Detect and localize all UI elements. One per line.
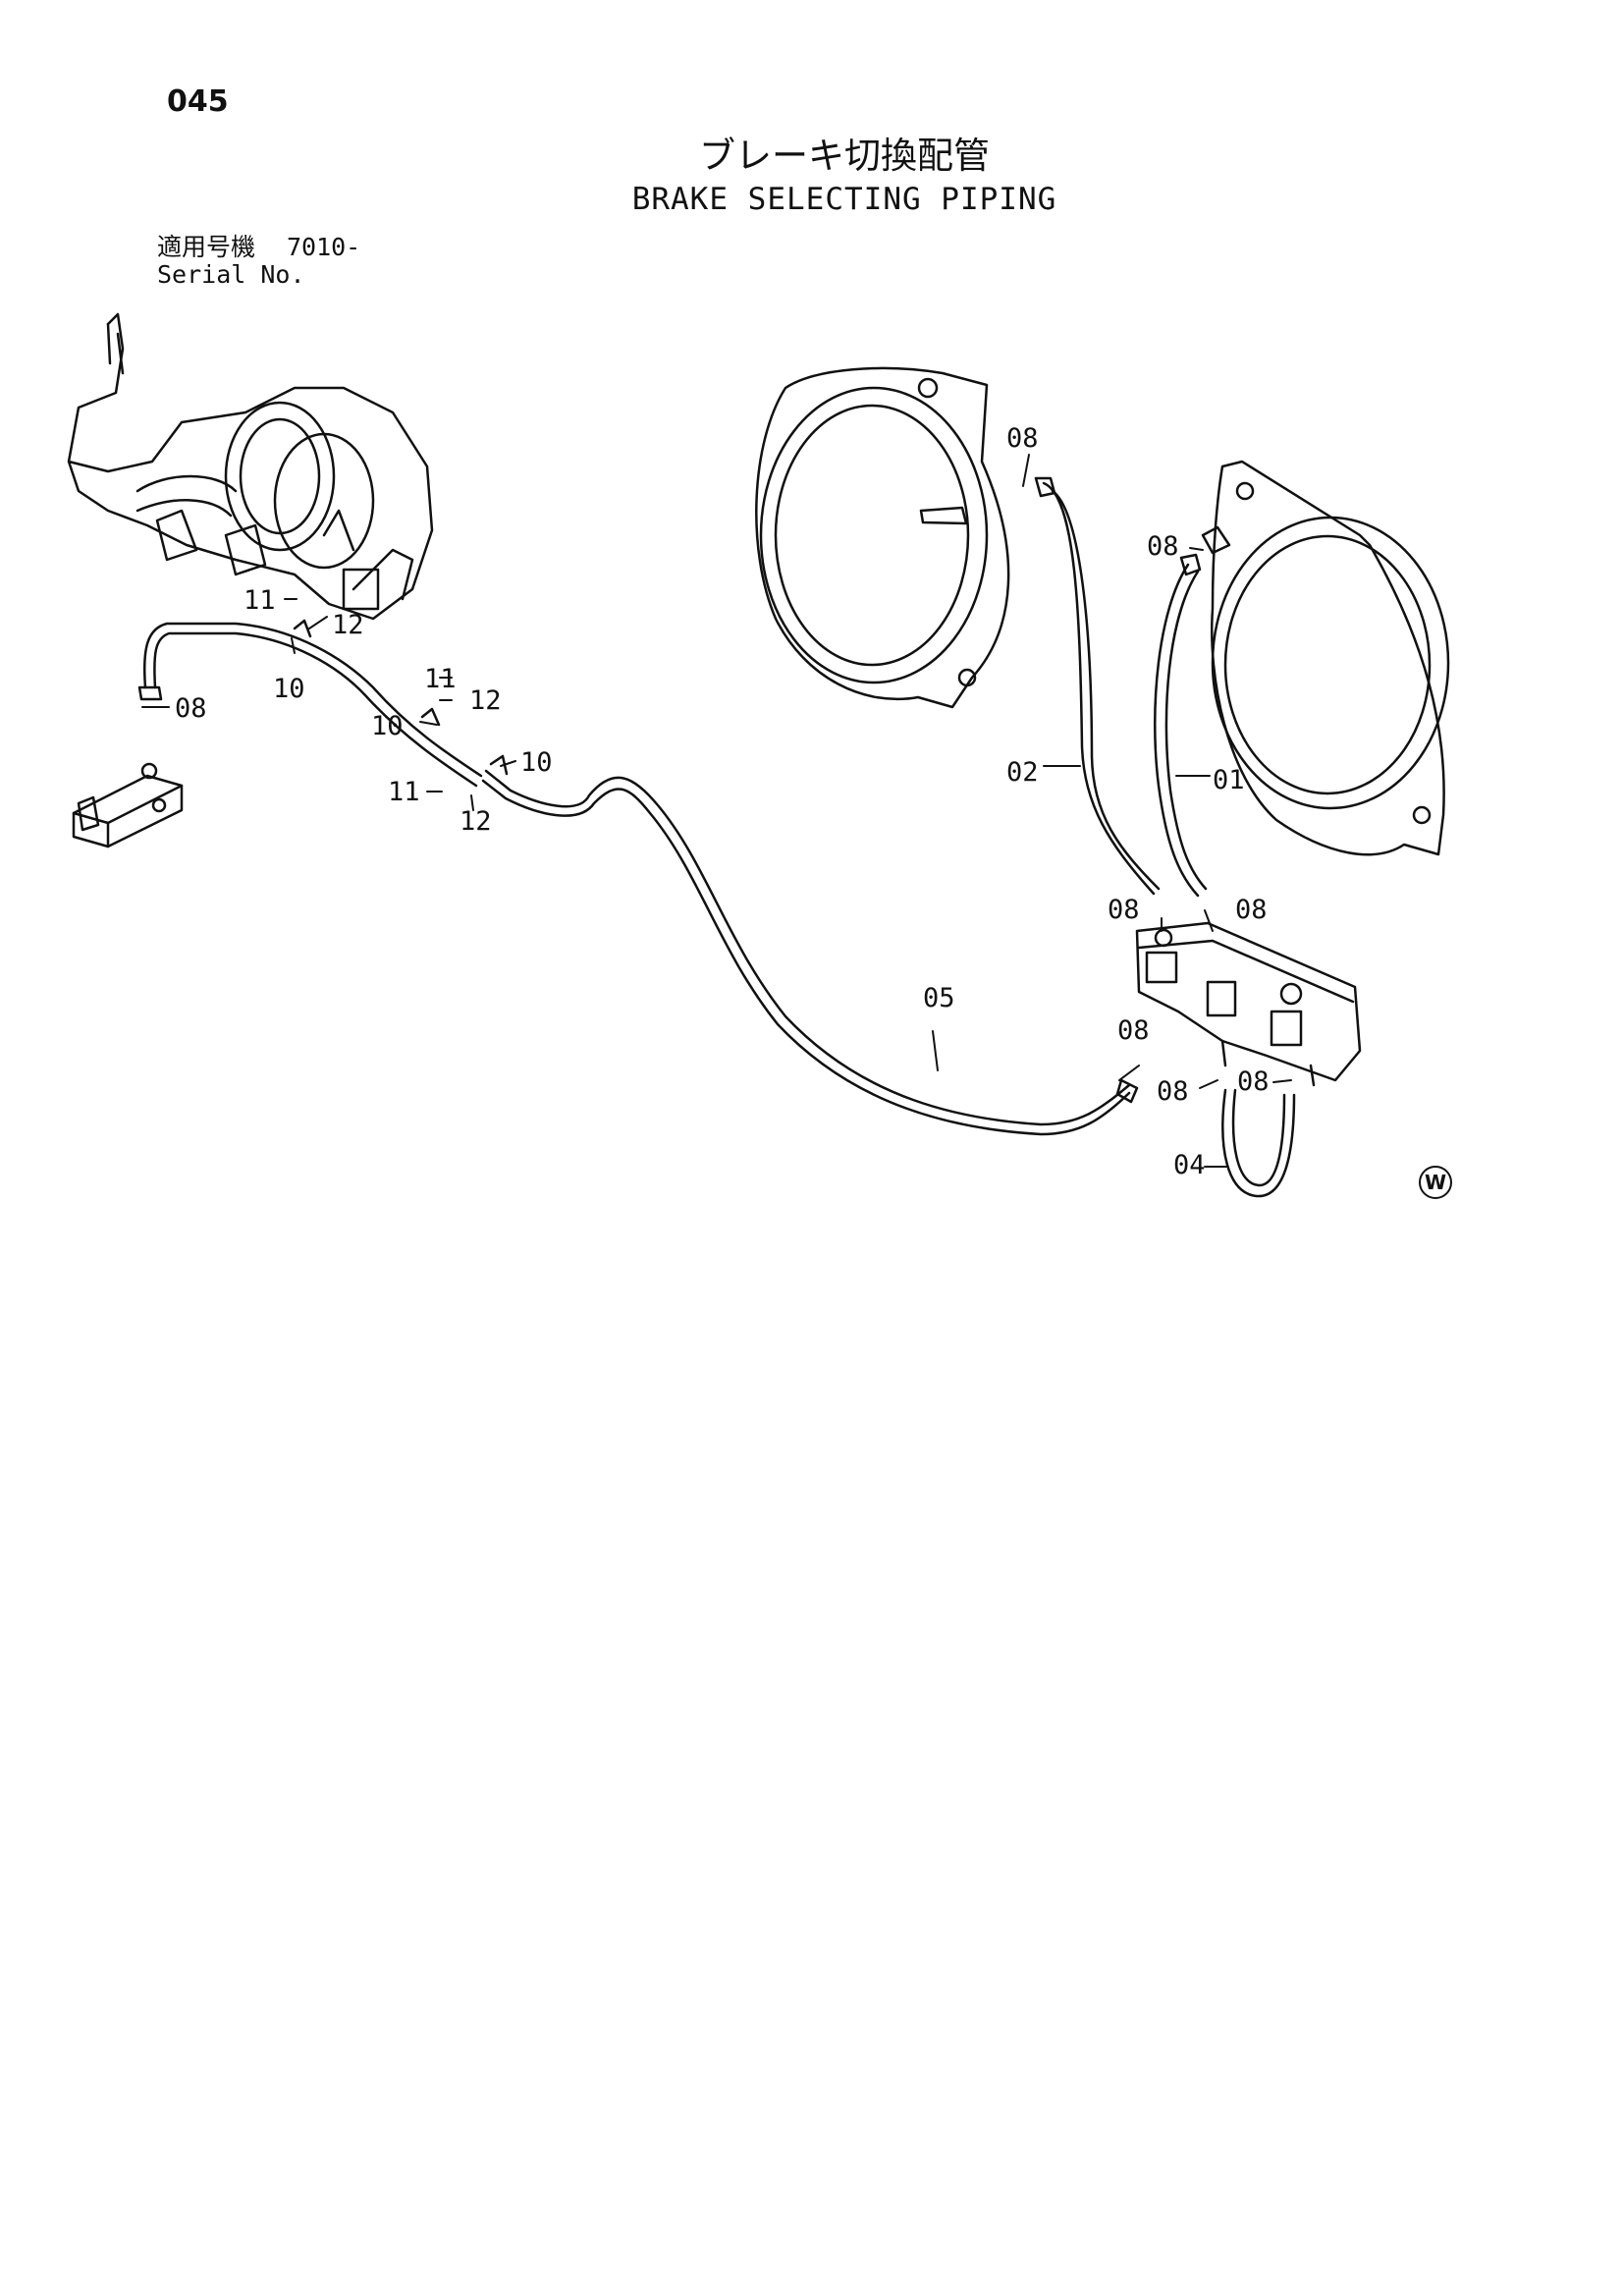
serial-label-en: Serial No. xyxy=(157,260,305,289)
hose-10 xyxy=(142,622,483,778)
callout-08: 08 xyxy=(1147,531,1179,562)
title-english: BRAKE SELECTING PIPING xyxy=(631,182,1057,217)
leader-lines xyxy=(141,454,1292,1168)
callout-10: 10 xyxy=(371,711,404,741)
callout-04: 04 xyxy=(1173,1150,1206,1180)
serial-label-jp: 適用号機 xyxy=(157,233,256,261)
callout-12: 12 xyxy=(460,806,492,837)
hose-01 xyxy=(1154,563,1200,898)
callout-12: 12 xyxy=(332,610,364,640)
callout-11: 11 xyxy=(424,664,457,694)
callout-08: 08 xyxy=(1157,1076,1189,1107)
page-number: 045 xyxy=(167,84,229,119)
callout-08: 08 xyxy=(1108,895,1140,925)
winch-assembly xyxy=(67,312,434,621)
callout-08: 08 xyxy=(1235,895,1268,925)
valve-block xyxy=(1135,921,1362,1087)
serial-value: 7010- xyxy=(286,233,361,261)
title-japanese: ブレーキ切換配管 xyxy=(699,135,990,177)
hose-04 xyxy=(1221,1088,1296,1198)
callout-11: 11 xyxy=(243,585,276,616)
w-mark-icon: W xyxy=(1419,1166,1452,1199)
callout-10: 10 xyxy=(520,747,553,778)
callout-08: 08 xyxy=(1237,1066,1270,1097)
callout-05: 05 xyxy=(923,983,955,1013)
callout-08: 08 xyxy=(1117,1015,1150,1046)
fitting-block xyxy=(72,762,184,848)
callout-08: 08 xyxy=(175,693,207,724)
callout-02: 02 xyxy=(1006,757,1039,788)
callout-12: 12 xyxy=(469,685,502,716)
hose-02 xyxy=(1042,481,1156,896)
brake-drum-upper xyxy=(755,366,1010,709)
callout-01: 01 xyxy=(1213,765,1245,795)
hose-05 xyxy=(484,769,1131,1126)
callout-10: 10 xyxy=(273,674,305,704)
serial-block: 適用号機 7010- Serial No. xyxy=(157,234,360,289)
brake-drum-lower xyxy=(1201,460,1450,856)
callout-08: 08 xyxy=(1006,423,1039,454)
clamp-10-a xyxy=(293,619,509,776)
callout-11: 11 xyxy=(388,777,420,807)
